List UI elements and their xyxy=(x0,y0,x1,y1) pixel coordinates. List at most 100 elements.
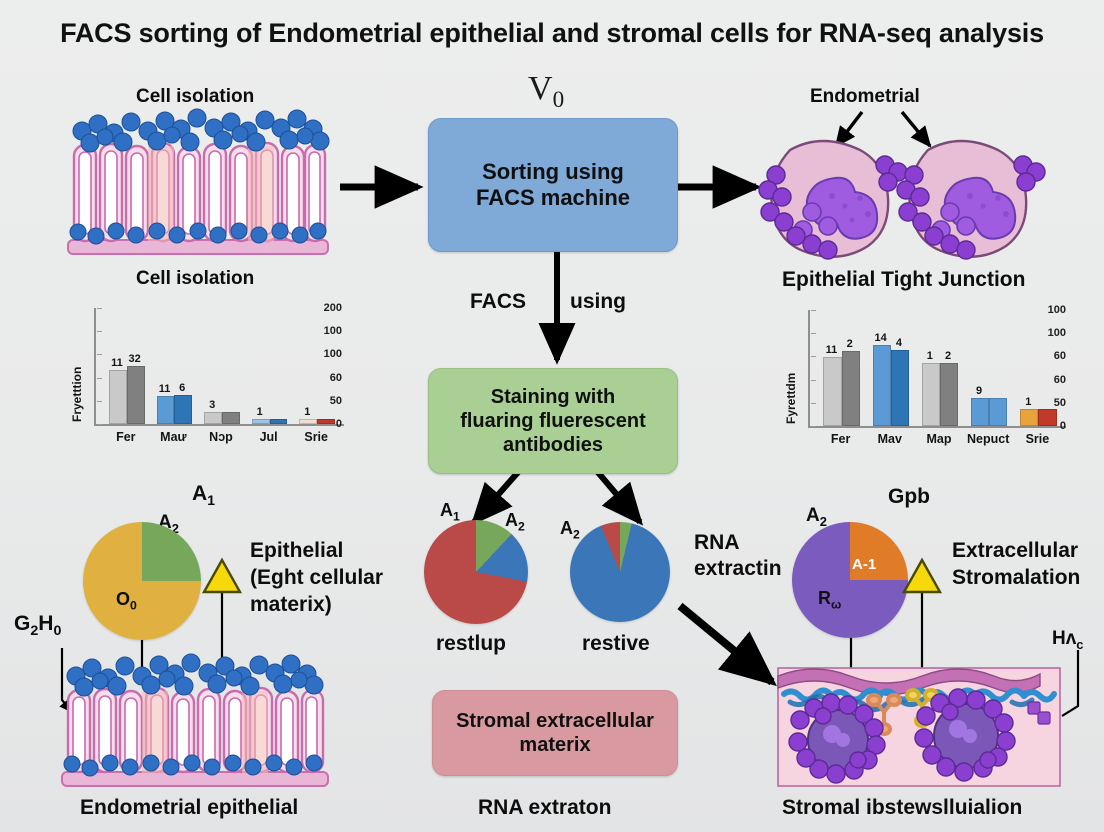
bar-value-label: 32 xyxy=(128,352,141,365)
sorting-facs-box[interactable]: Sorting using FACS machine xyxy=(428,118,678,252)
label-cell-isolation-bottom: Cell isolation xyxy=(136,268,255,289)
label-a2-bottom-right: A2 xyxy=(806,505,827,529)
x-axis-label: Maư xyxy=(160,430,187,444)
stromal-box-line2: materix xyxy=(519,734,591,756)
bar-value-label: 11 xyxy=(158,382,171,395)
y-tick-mark xyxy=(811,356,816,358)
pie-restlup xyxy=(424,520,528,624)
label-a1-restlup: A1 xyxy=(440,500,460,524)
bar-value-label: 1 xyxy=(926,349,933,362)
y-tick-mark xyxy=(811,379,816,381)
label-epithelial-side-l2: (Eght cellular xyxy=(250,565,384,589)
label-extracellular-stromalation: Extracellular Stromalation xyxy=(952,538,1080,592)
x-axis-label: Fer xyxy=(830,432,851,446)
x-axis-label: Mav xyxy=(877,432,902,446)
label-hac: Hʌc xyxy=(1052,628,1083,652)
label-gpb: Gpb xyxy=(888,485,930,508)
bar-value-label: 14 xyxy=(874,332,887,345)
stromal-box-line1: Stromal extracellular xyxy=(456,710,654,732)
pie-stromal-inner-sub: ω xyxy=(831,597,842,612)
chart-bar xyxy=(823,356,842,426)
caption-stromal-tissue: Stromal ibstewslluialion xyxy=(782,796,1023,819)
caption-restlup: restlup xyxy=(436,632,507,655)
bar-value-label: 6 xyxy=(179,382,186,395)
label-g2h0-g: G xyxy=(14,612,31,635)
pie-stromal-inner-main: R xyxy=(818,588,831,608)
bar-value-label: 11 xyxy=(825,343,838,356)
y-tick-mark xyxy=(811,333,816,335)
chart-bar xyxy=(109,369,127,424)
y-tick-mark xyxy=(97,354,102,356)
x-axis-label: Nɔp xyxy=(209,430,233,444)
sorting-facs-line2: FACS machine xyxy=(475,185,631,210)
chart-bar xyxy=(251,419,270,424)
chart-bar xyxy=(317,419,335,424)
bar-value-label: 1 xyxy=(1025,395,1032,408)
y-tick-mark xyxy=(811,310,816,311)
label-a2-restive: A2 xyxy=(560,518,580,542)
label-rna-extractin-l2: extractin xyxy=(694,557,782,581)
x-axis-label: Srie xyxy=(1025,432,1050,446)
caption-rna-extraton: RNA extraton xyxy=(478,796,612,819)
pie-epithelial xyxy=(83,522,201,640)
y-tick-mark xyxy=(97,377,102,379)
chart-bar xyxy=(174,395,193,424)
caption-epithelial-tight-junction: Epithelial Tight Junction xyxy=(782,268,1026,291)
chart-bar xyxy=(204,412,222,424)
chart-bar xyxy=(970,398,990,426)
label-a2-restive-sub: 2 xyxy=(573,527,580,542)
label-g2h0-sub1: 2 xyxy=(30,623,39,640)
x-axis-label: Nepuct xyxy=(967,432,1010,446)
bar-value-label: 9 xyxy=(976,385,983,398)
label-a1-bottom-left: A1 xyxy=(192,482,215,509)
staining-line2: fluaring fluerescent xyxy=(460,410,646,432)
chart-bar xyxy=(299,419,318,424)
squiggle-glyph: V0 xyxy=(528,70,564,114)
x-axis-label: Map xyxy=(926,432,952,446)
y-tick-label: 100 xyxy=(1047,304,1066,316)
label-epithelial-side-l3: materix) xyxy=(250,592,332,616)
y-tick-mark xyxy=(97,308,102,309)
pie-epithelial-inner-sub: 0 xyxy=(130,598,137,613)
x-axis-label: Fer xyxy=(116,430,136,444)
staining-antibodies-box[interactable]: Staining with fluaring fluerescent antib… xyxy=(428,368,678,474)
label-extracellular-l1: Extracellular xyxy=(952,539,1079,562)
bar-value-label: 2 xyxy=(846,337,853,350)
y-tick-mark xyxy=(811,426,816,427)
label-endometrial-callout: Endometrial xyxy=(810,86,920,107)
label-extracellular-l2: Stromalation xyxy=(952,565,1081,589)
label-a1-main: A xyxy=(192,482,208,505)
pie-stromal xyxy=(792,522,908,638)
y-tick-label: 60 xyxy=(1053,373,1066,386)
y-tick-label: 200 xyxy=(323,302,342,314)
chart-bar xyxy=(1020,408,1039,426)
bar-value-label: 4 xyxy=(895,336,902,349)
chart-bar xyxy=(989,398,1008,426)
label-rna-extractin-l1: RNA xyxy=(694,531,740,554)
arrow-label-using: using xyxy=(570,290,626,313)
y-tick-label: 100 xyxy=(323,348,342,361)
label-a2-restlup-main: A xyxy=(505,510,518,530)
chart-bar xyxy=(921,362,940,426)
label-a2-restlup: A2 xyxy=(505,510,525,534)
arrow-label-facs: FACS xyxy=(470,290,527,313)
y-tick-label: 100 xyxy=(1047,327,1066,340)
label-a1-restlup-sub: 1 xyxy=(453,509,460,524)
chart-bar xyxy=(872,345,891,426)
caption-restive: restive xyxy=(582,632,650,655)
label-a2-br-main: A xyxy=(806,505,820,526)
chart-bar xyxy=(841,350,860,426)
stromal-extracellular-box[interactable]: Stromal extracellular materix xyxy=(432,690,678,776)
bar-value-label: 3 xyxy=(209,399,216,412)
chart-bar xyxy=(940,362,959,426)
label-epithelial-side: Epithelial (Eght cellular materix) xyxy=(250,538,383,619)
label-a2-restive-main: A xyxy=(560,518,573,538)
page-title: FACS sorting of Endometrial epithelial a… xyxy=(60,18,1044,48)
pie-stromal-inner-label: Rω xyxy=(818,588,841,612)
chart-bar xyxy=(890,349,910,426)
y-tick-label: 50 xyxy=(329,394,342,407)
bar-value-label: 1 xyxy=(304,406,311,418)
